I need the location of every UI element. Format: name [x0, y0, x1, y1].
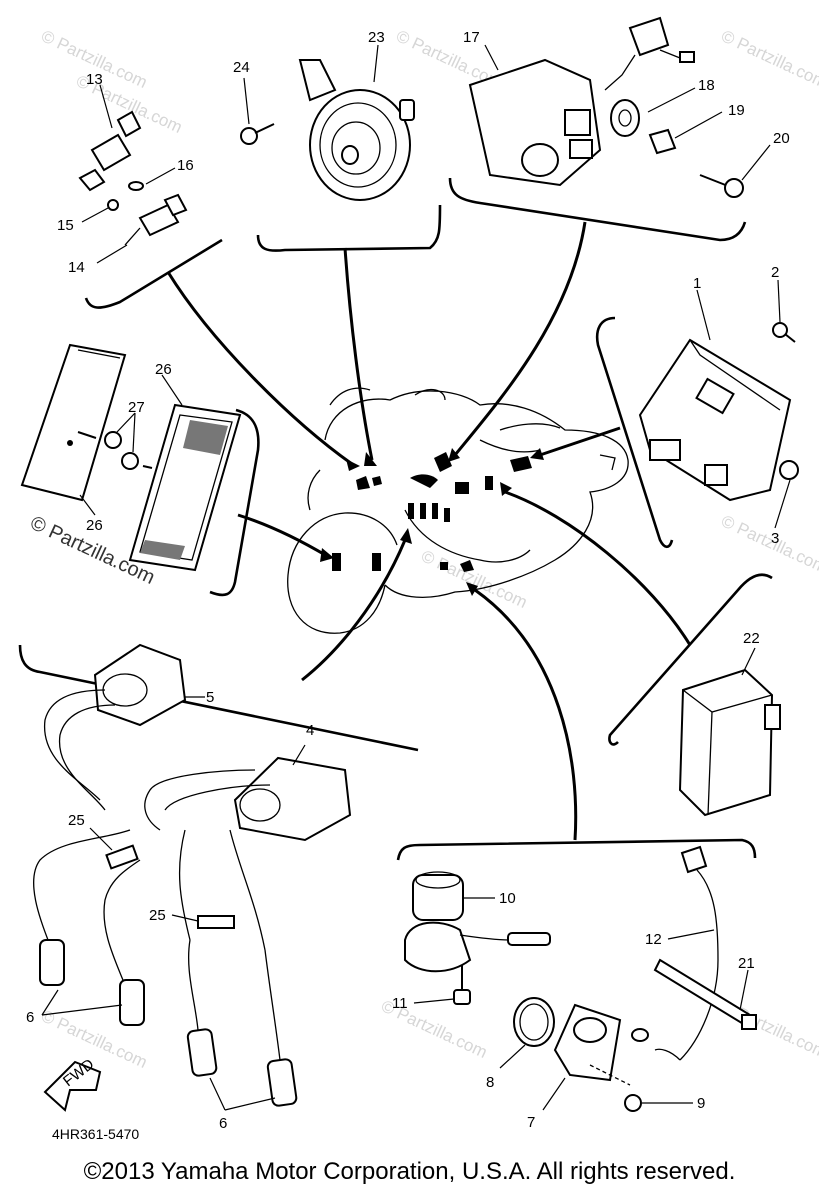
motorcycle-outline: [287, 387, 629, 634]
label-9: 9: [697, 1095, 705, 1112]
label-21: 21: [738, 955, 755, 972]
label-4: 4: [306, 722, 314, 739]
part-4-ignition-coil: [144, 744, 352, 842]
group-brackets: [18, 177, 773, 861]
part-6-plug-caps-right: [178, 829, 298, 1111]
label-18: 18: [698, 77, 715, 94]
part-20-bolt: [699, 144, 771, 198]
label-25a: 25: [68, 812, 85, 829]
part-12-sensor-lead: [631, 845, 719, 1061]
label-10: 10: [499, 890, 516, 907]
part-25-clamps: [89, 827, 235, 929]
fwd-arrow-icon: FWD: [43, 1056, 102, 1112]
label-20: 20: [773, 130, 790, 147]
label-8: 8: [486, 1074, 494, 1091]
part-16-oring: [128, 167, 176, 191]
guide-lines: [166, 221, 692, 841]
part-22-relay: [678, 647, 781, 817]
part-2-screw: [772, 279, 796, 343]
label-6a: 6: [26, 1009, 34, 1026]
label-25b: 25: [149, 907, 166, 924]
label-24: 24: [233, 59, 250, 76]
part-8-oring: [499, 997, 555, 1069]
label-13: 13: [86, 71, 103, 88]
label-17: 17: [463, 29, 480, 46]
part-15-washer: [81, 199, 119, 223]
part-3-nut: [774, 460, 799, 529]
label-19: 19: [728, 102, 745, 119]
label-6b: 6: [219, 1115, 227, 1132]
catalog-number: 4HR361-5470: [52, 1126, 140, 1142]
label-11: 11: [392, 995, 408, 1012]
part-21-clamp: [653, 958, 757, 1030]
part-14-sensor: [96, 193, 188, 264]
part-9-screw: [589, 1064, 693, 1112]
label-5: 5: [206, 689, 214, 706]
label-16: 16: [177, 157, 194, 174]
copyright-notice: ©2013 Yamaha Motor Corporation, U.S.A. A…: [83, 1158, 736, 1185]
part-10-neutral-switch: [404, 871, 551, 973]
part-26-reflector-b: [128, 374, 242, 572]
label-26a: 26: [155, 361, 172, 378]
part-11-bolt: [413, 965, 471, 1005]
label-23: 23: [368, 29, 385, 46]
label-3: 3: [771, 530, 779, 547]
part-19-collar: [648, 111, 723, 155]
part-6-plug-caps-left: [33, 829, 145, 1026]
label-27: 27: [128, 399, 145, 416]
svg-text:© Partzilla.com: © Partzilla.com: [718, 26, 819, 92]
svg-text:© Partzilla.com: © Partzilla.com: [718, 511, 819, 577]
part-1-ecu: [638, 289, 792, 502]
part-17-starter-relay: [468, 16, 695, 187]
part-26-reflector-a: [20, 343, 127, 516]
label-12: 12: [645, 931, 662, 948]
label-7: 7: [527, 1114, 535, 1131]
part-labels: 13 16 15 14 24 23 17 18 19 20 2 1 3 26 2…: [26, 29, 790, 1132]
part-7-sensor: [542, 1003, 622, 1111]
label-14: 14: [68, 259, 85, 276]
part-27-grommets: [77, 412, 153, 470]
label-1: 1: [693, 275, 701, 292]
part-18-grommet: [610, 87, 696, 137]
label-26b: 26: [86, 517, 103, 534]
part-24-bolt: [240, 77, 275, 145]
label-15: 15: [57, 217, 74, 234]
label-2: 2: [771, 264, 779, 281]
label-22: 22: [743, 630, 760, 647]
part-13-switch: [78, 84, 142, 192]
part-5-ignition-coil: [44, 643, 205, 811]
part-23-horn: [298, 44, 415, 201]
